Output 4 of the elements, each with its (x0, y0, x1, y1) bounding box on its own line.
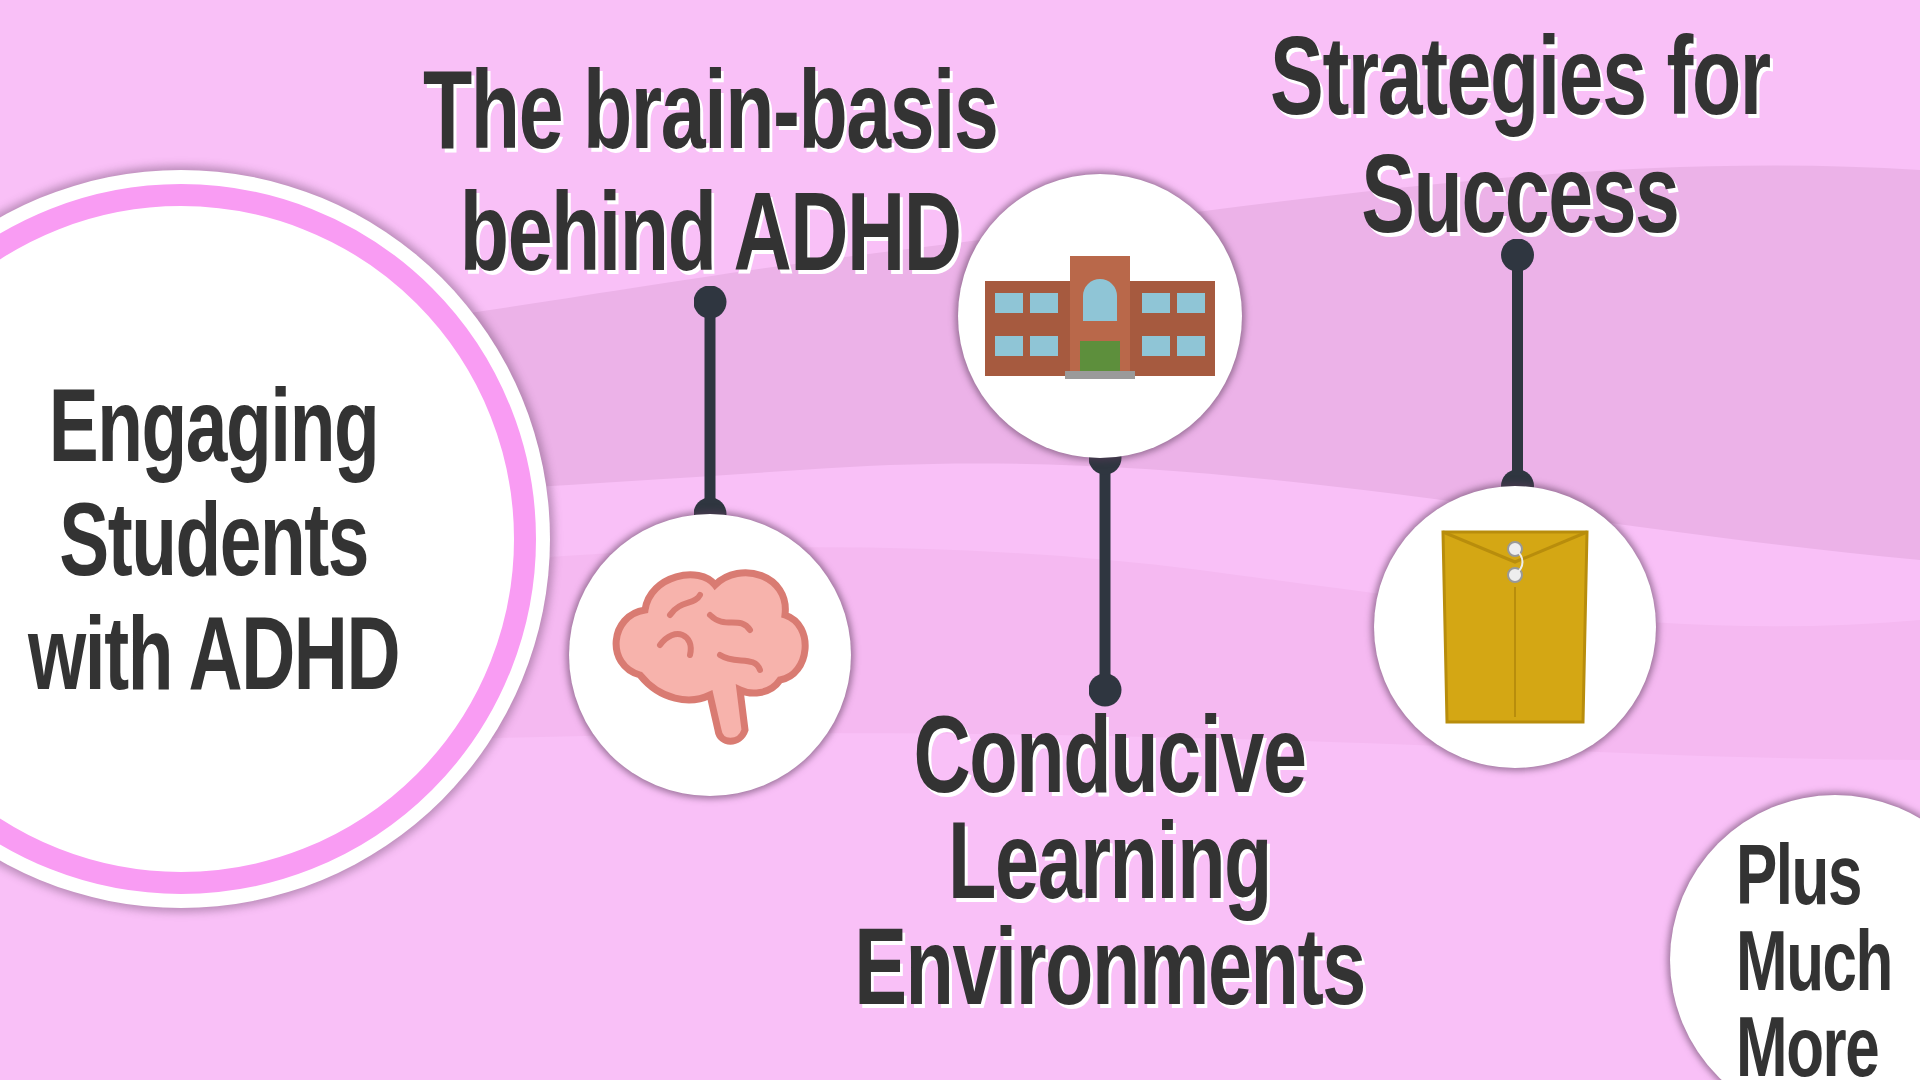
topic-text: The brain-basis behind ADHD (370, 40, 1050, 302)
topic-text: Conducive Learning Environments (800, 690, 1420, 1030)
title-text: Engaging Students with ADHD (26, 368, 400, 710)
topic-text: Strategies for Success (1240, 15, 1800, 255)
